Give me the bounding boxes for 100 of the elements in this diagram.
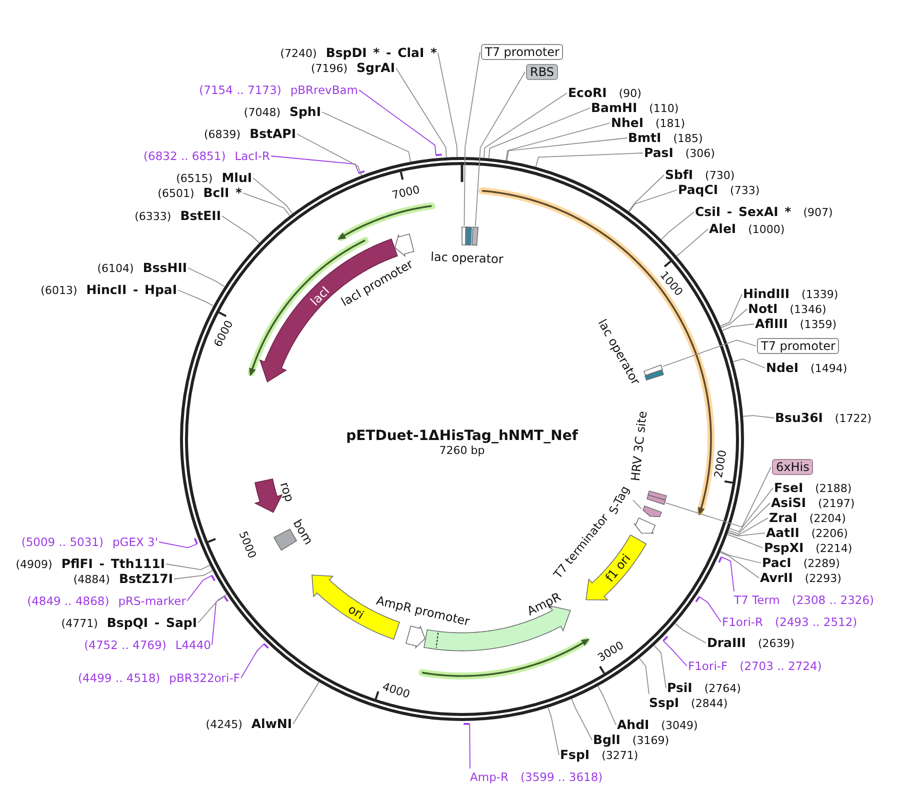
leader-line xyxy=(174,570,214,580)
primer-position: (2493 .. 2512) xyxy=(775,614,858,630)
enzyme-name: FseI xyxy=(774,480,804,495)
cut-site-position: (6515) xyxy=(176,171,213,186)
enzyme-name: EcoRI xyxy=(568,85,607,100)
leader-line xyxy=(732,358,766,368)
scale-label: 4000 xyxy=(381,680,412,701)
leader-line xyxy=(186,574,216,602)
leader-line xyxy=(166,564,210,570)
primer-name: F1ori-R xyxy=(722,614,764,630)
enzyme-name: HindIII xyxy=(743,286,790,301)
cut-site-position: (110) xyxy=(649,101,679,116)
cut-site-position: (90) xyxy=(618,86,642,101)
cut-site-position: (2206) xyxy=(811,526,848,541)
leader-line xyxy=(462,723,471,769)
scale-label: 7000 xyxy=(390,184,421,202)
leader-line xyxy=(322,112,411,162)
leader-line xyxy=(674,623,706,644)
cut-site-position: (6333) xyxy=(134,209,172,224)
leader-line xyxy=(438,52,458,158)
leader-line xyxy=(728,532,766,536)
cut-site-position: (7048) xyxy=(244,105,280,120)
enzyme-name: PspXI xyxy=(764,540,804,555)
enzyme-name: PaqCI xyxy=(678,182,718,197)
primer-name: pBR322ori-F xyxy=(169,670,240,686)
enzyme-name: AsiSI xyxy=(771,495,806,510)
leader-line xyxy=(728,502,770,534)
enzyme-name: NdeI xyxy=(766,360,799,375)
leader-line xyxy=(728,518,768,536)
enzyme-name: BstZ17I xyxy=(118,571,173,586)
leader-line xyxy=(676,228,708,257)
leader-line xyxy=(628,190,678,212)
feature-tag: RBS xyxy=(526,64,558,80)
cut-site-position: (1339) xyxy=(802,287,838,302)
enzyme-name: FspI xyxy=(560,747,590,762)
primer-name: pBRrevBam xyxy=(290,82,358,98)
primer-name: pGEX 3' xyxy=(112,534,158,550)
cut-site-position: (730) xyxy=(705,168,735,183)
leader-line xyxy=(506,122,610,161)
leader-line xyxy=(726,534,764,548)
cut-site-position: (1346) xyxy=(790,302,826,317)
leader-line xyxy=(638,658,650,694)
enzyme-name: AhdI xyxy=(617,717,650,732)
leader-line xyxy=(488,108,590,159)
sequence-length: 7260 bp xyxy=(439,445,485,457)
leader-line xyxy=(240,643,270,678)
cut-site-position: (185) xyxy=(673,131,703,146)
cut-site-position: (1000) xyxy=(748,222,785,237)
leader-line xyxy=(212,596,229,646)
leader-line xyxy=(535,152,644,168)
primer-name: Amp-R xyxy=(470,770,509,784)
primer-position: (6832 .. 6851) xyxy=(144,148,226,164)
enzyme-name: BspQI - SapI xyxy=(106,615,197,630)
leader-line xyxy=(722,324,754,332)
leader-line xyxy=(252,178,293,214)
feature-tag: 6xHis xyxy=(772,459,814,475)
feature-label: ori xyxy=(346,602,366,622)
cut-site-position: (4771) xyxy=(61,616,98,631)
primer-name: LacI-R xyxy=(234,148,270,164)
leader-line xyxy=(695,596,722,622)
cut-site-position: (4884) xyxy=(73,572,110,587)
leader-line xyxy=(270,156,366,174)
enzyme-name: BspDI * - ClaI * xyxy=(326,45,437,60)
cut-site-position: (6104) xyxy=(97,261,134,276)
cut-site-position: (2197) xyxy=(818,496,855,511)
feature-label: rop xyxy=(277,480,297,504)
cut-site-position: (2188) xyxy=(815,481,852,496)
cut-site-position: (907) xyxy=(803,205,833,220)
primer-position: (3599 .. 3618) xyxy=(520,770,603,784)
enzyme-name: BstEII xyxy=(180,208,221,223)
leader-line xyxy=(178,290,214,306)
enzyme-name: BssHII xyxy=(142,260,187,275)
primer-position: (5009 .. 5031) xyxy=(21,534,104,550)
enzyme-name: AvrII xyxy=(760,570,793,585)
leader-line xyxy=(718,556,734,592)
enzyme-name: AlwNI xyxy=(251,716,292,731)
leader-line xyxy=(632,500,642,510)
leader-line xyxy=(662,340,756,367)
leader-line xyxy=(662,636,688,666)
primer-position: (2703 .. 2724) xyxy=(740,658,822,674)
enzyme-name: PflFI - Tth111I xyxy=(61,556,165,571)
feature-label: HRV 3C site xyxy=(628,410,650,482)
scale-label: 2000 xyxy=(712,448,729,478)
enzyme-name: AflIII xyxy=(755,316,788,331)
enzyme-name: BclI * xyxy=(203,185,242,200)
cut-site-position: (4245) xyxy=(206,717,242,732)
cut-site-position: (7196) xyxy=(310,61,348,76)
cut-site-position: (1722) xyxy=(834,411,872,426)
enzyme-name: PasI xyxy=(644,145,674,160)
enzyme-name: SgrAI xyxy=(356,60,395,75)
enzyme-name: SspI xyxy=(649,695,680,710)
enzyme-name: ZraI xyxy=(769,510,798,525)
primer-position: (4849 .. 4868) xyxy=(27,594,110,608)
cut-site-position: (306) xyxy=(685,146,715,161)
cut-site-position: (4909) xyxy=(16,557,52,572)
enzyme-name: BglI xyxy=(593,732,620,747)
leader-line xyxy=(548,707,560,756)
leader-line xyxy=(358,90,443,156)
enzyme-name: BstAPI xyxy=(250,126,296,141)
primer-position: (4499 .. 4518) xyxy=(78,670,160,686)
